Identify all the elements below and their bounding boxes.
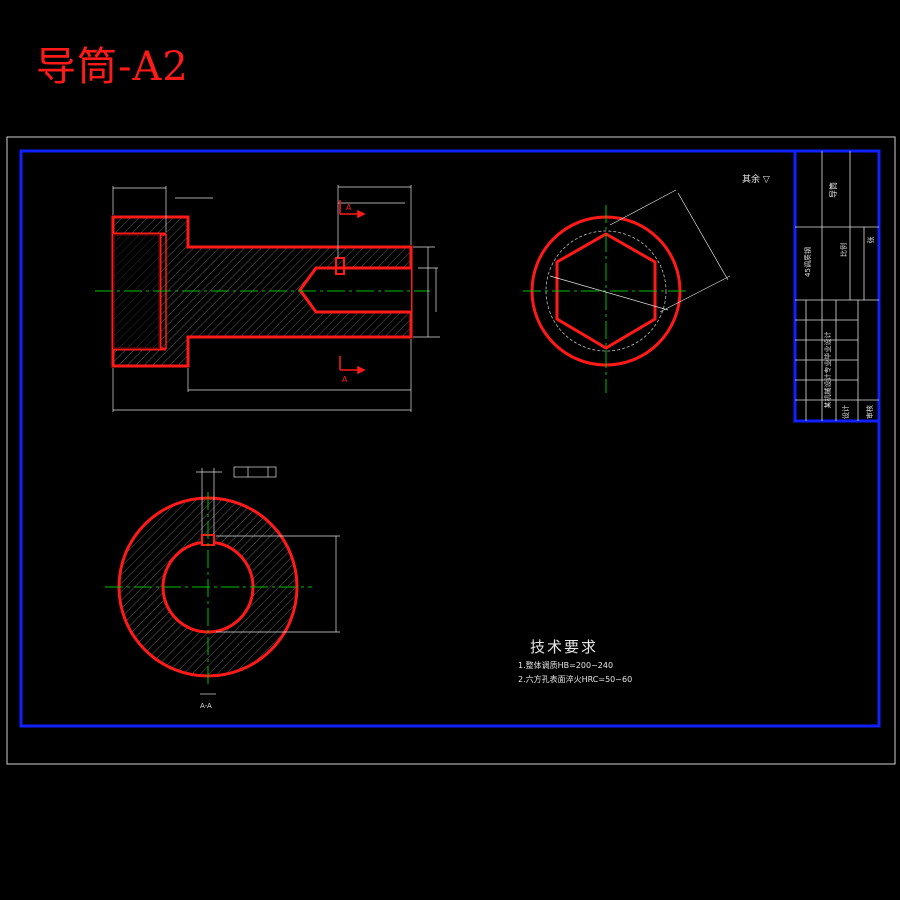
- title-block-material: 45调质钢: [803, 247, 812, 277]
- section-view: [105, 466, 340, 695]
- drawing-title: 导筒-A2: [36, 44, 189, 90]
- front-view: [95, 185, 440, 412]
- end-view-hexagon: [555, 232, 657, 350]
- end-view: [523, 189, 731, 393]
- title-block-part-name: 导筒: [828, 182, 838, 198]
- title-block-sheet: 张: [866, 237, 875, 244]
- end-view-thread-circle: [545, 230, 667, 352]
- tech-requirements-heading: 技术要求: [530, 638, 599, 656]
- other-surface-roughness: 其余 ▽: [742, 175, 770, 185]
- front-view-bore: [298, 266, 411, 314]
- section-marker-bottom: [339, 356, 366, 375]
- title-block-school: 某机械设计专业毕业设计: [823, 332, 832, 409]
- title-block-scale: 比例: [839, 243, 848, 257]
- section-marker-top: [339, 200, 366, 219]
- section-letter-top: A: [346, 203, 352, 212]
- sheet-border: [6, 136, 896, 765]
- front-view-outline: [111, 215, 413, 368]
- drawing-frame: [19, 149, 881, 728]
- title-block-checker: 审核: [865, 405, 874, 419]
- title-block-designer: 设计: [841, 405, 850, 419]
- title-block: [793, 149, 881, 423]
- tech-requirement-2: 2.六方孔表面淬火HRC=50~60: [518, 675, 633, 684]
- tech-requirement-1: 1.整体调质HB=200~240: [518, 661, 614, 670]
- section-letter-bottom: A: [342, 375, 348, 384]
